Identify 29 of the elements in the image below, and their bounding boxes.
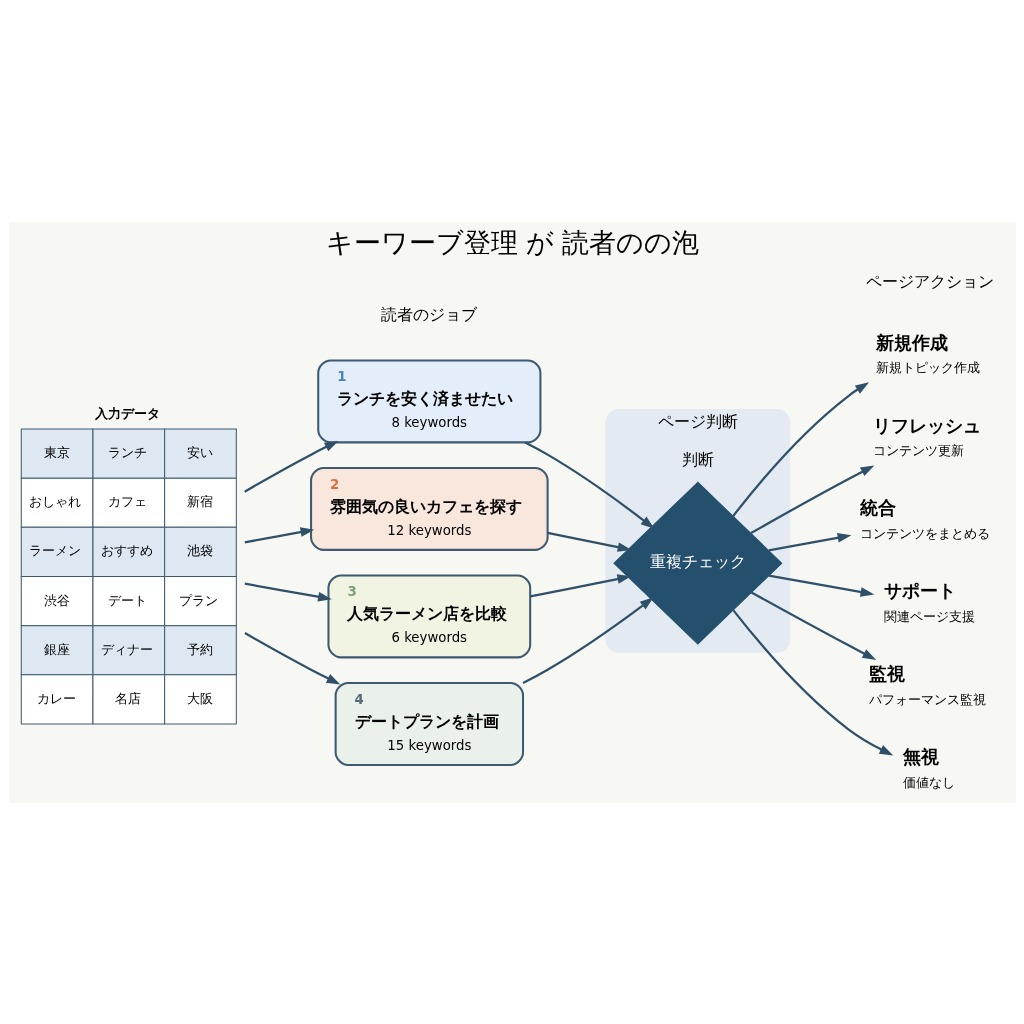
node-box: 2 雰囲気の良いカフェを探す 12 keywords bbox=[309, 466, 549, 551]
node-box: 1 ランチを安く済ませたい 8 keywords bbox=[316, 358, 541, 443]
node-diamond: 重複チェック bbox=[612, 481, 782, 645]
arrow bbox=[244, 582, 332, 602]
arrow bbox=[529, 573, 631, 598]
arrow bbox=[244, 526, 314, 543]
diagram-title: キーワーブ登理 が 読者のの泡 bbox=[325, 226, 699, 258]
arrow bbox=[768, 532, 851, 552]
arrow bbox=[546, 531, 631, 552]
arrow bbox=[749, 465, 874, 534]
arrow bbox=[731, 608, 893, 755]
arrow bbox=[243, 440, 338, 493]
arrow bbox=[243, 631, 340, 684]
node-text: 新規作成 新規トピック作成 bbox=[875, 331, 980, 375]
label: 読者のジョブ bbox=[380, 304, 477, 324]
node-box: 4 デートプランを計画 15 keywords bbox=[334, 681, 524, 766]
label: ページアクション bbox=[865, 271, 994, 291]
node-text: 無視 価値なし bbox=[902, 745, 955, 790]
arrow bbox=[750, 591, 876, 660]
arrow bbox=[731, 381, 869, 517]
node-box: 3 人気ラーメン店を比較 6 keywords bbox=[326, 573, 531, 658]
arrow bbox=[522, 596, 654, 684]
node-label: 入力データ bbox=[94, 405, 160, 421]
node-text: 監視 パフォーマンス監視 bbox=[868, 662, 986, 707]
node-text: サポート 関連ページ支援 bbox=[883, 579, 975, 624]
node-text: リフレッシュ コンテンツ更新 bbox=[872, 414, 981, 458]
node-text: 統合 コンテンツをまとめる bbox=[859, 496, 990, 541]
arrow bbox=[768, 574, 874, 597]
arrow bbox=[524, 441, 654, 529]
